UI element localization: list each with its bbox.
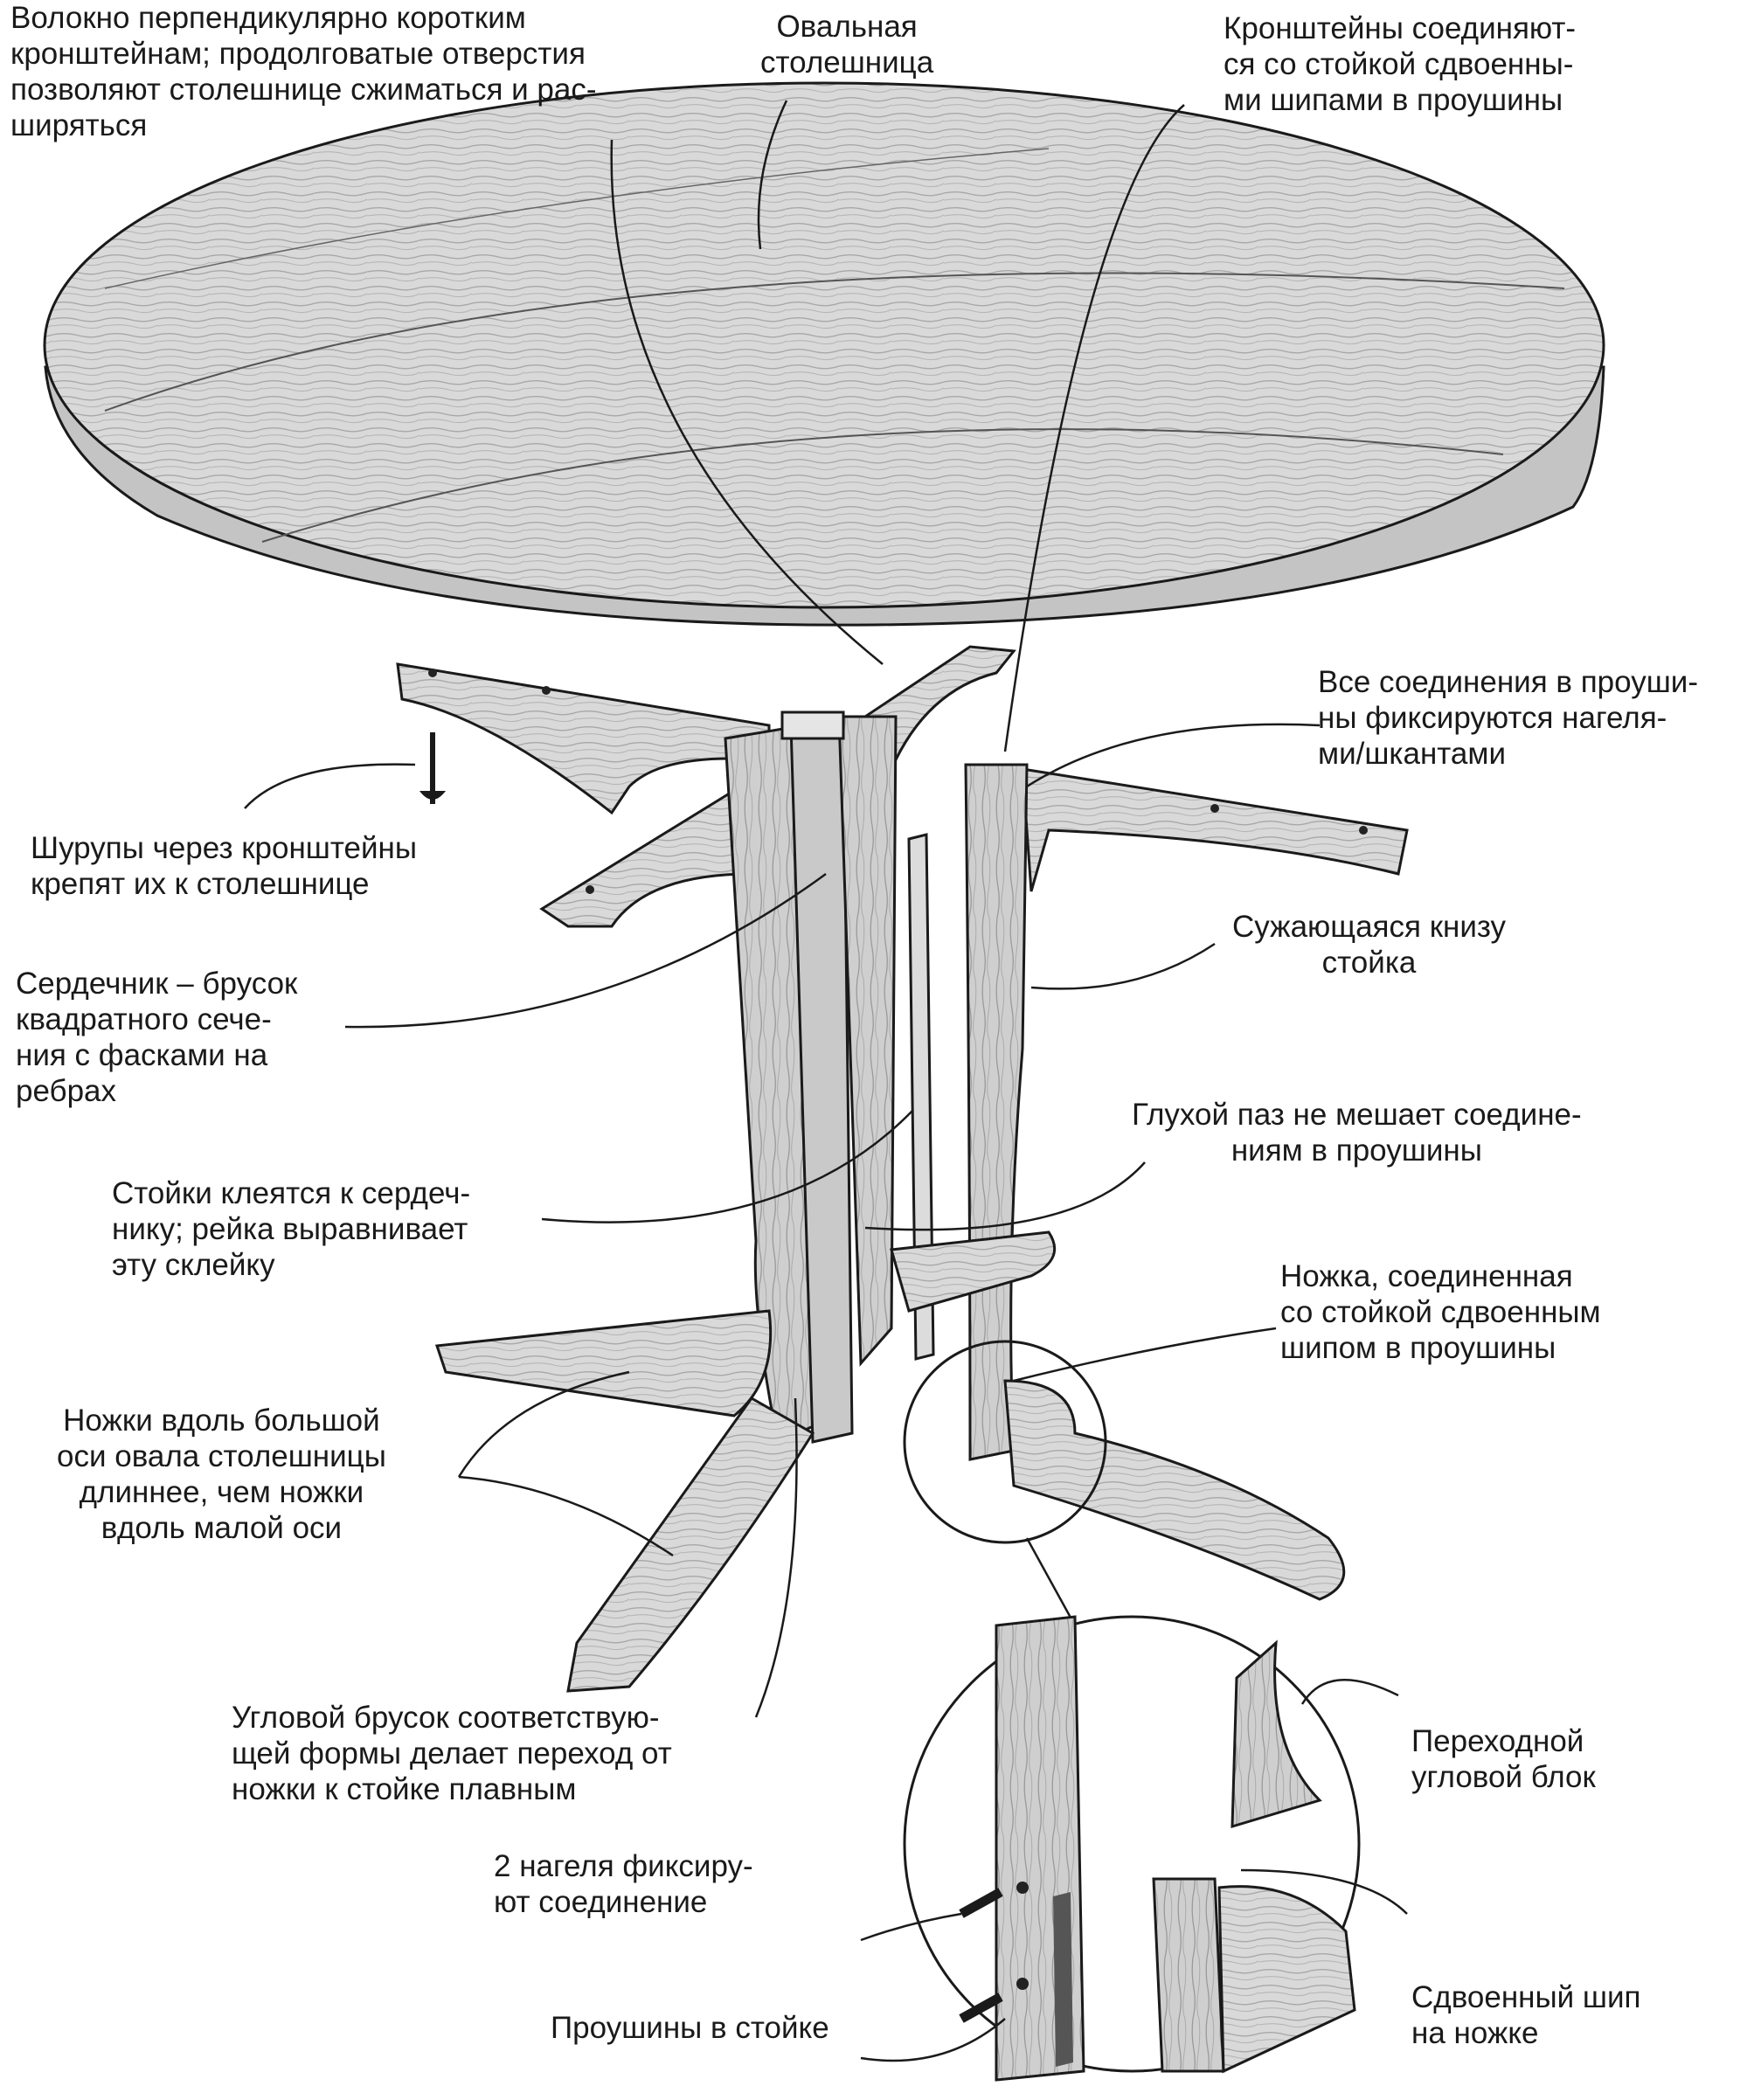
transition-block-label: Переходной угловой блок — [1411, 1724, 1596, 1794]
tabletop-label: Овальная столешница — [760, 10, 934, 80]
bracket-back-left — [396, 662, 771, 815]
leader-lines — [244, 100, 1408, 2062]
joints-label: Все соединения в проуши- ны фиксируются … — [1318, 665, 1699, 771]
dowel-hole — [1016, 1978, 1029, 1990]
screw — [419, 732, 446, 804]
screw-slot — [1359, 826, 1368, 835]
tabletop-surface — [43, 81, 1605, 609]
detail-circle-small — [903, 1340, 1107, 1544]
alignment-strip — [907, 833, 935, 1361]
back-post — [837, 715, 898, 1367]
dowels-label: 2 нагеля фиксиру- ют соединение — [494, 1849, 753, 1919]
board-seam — [104, 148, 1050, 289]
groove-label: Глухой паз не мешает соедине- ниям в про… — [1132, 1098, 1582, 1168]
mortises-label: Проушины в стойке — [551, 2011, 829, 2045]
double-tenon-label: Сдвоенный шип на ножке — [1411, 1980, 1641, 2050]
dowel-hole — [1016, 1882, 1029, 1894]
screw-slot — [586, 885, 594, 894]
detail-mortise-slots — [1053, 1892, 1073, 2067]
board-seam — [104, 272, 1565, 412]
corner-block-label: Угловой брусок соответствую- щей формы д… — [232, 1701, 672, 1806]
dowel — [959, 1888, 1003, 1918]
long-legs-label: Ножки вдоль большой оси овала столешницы… — [57, 1403, 386, 1545]
leg-front-left — [566, 1397, 815, 1693]
leg-back-right — [890, 1230, 1057, 1313]
grain-direction-label: Волокно перпендикулярно коротким кронште… — [10, 1, 597, 142]
leg-back-left — [434, 1309, 773, 1417]
leg-joint-label: Ножка, соединенная со стойкой сдвоенным … — [1280, 1259, 1601, 1365]
screw-slot — [428, 669, 437, 677]
glue-label: Стойки клеятся к сердеч- нику; рейка выр… — [112, 1176, 471, 1282]
tapered-post-label: Сужающаяся книзу стойка — [1232, 910, 1507, 980]
board-seam — [261, 428, 1504, 543]
double-tenon-shape — [1152, 1877, 1225, 2073]
transition-block-shape — [1231, 1639, 1322, 1829]
screws-label: Шурупы через кронштейны крепят их к стол… — [31, 831, 418, 901]
core-label: Сердечник – брусок квадратного сече- ния… — [16, 967, 298, 1108]
detail-leg — [1217, 1885, 1356, 2074]
dowel — [959, 1993, 1003, 2023]
screw-slot — [542, 686, 551, 695]
pedestal-core — [724, 710, 1029, 1461]
upper-brackets — [396, 645, 1409, 928]
detail-callout — [903, 1340, 1361, 2082]
right-post — [964, 763, 1029, 1461]
leg-front-right — [1003, 1379, 1346, 1601]
screw-slot — [1210, 804, 1219, 813]
tabletop — [43, 81, 1605, 627]
brackets-label: Кронштейны соединяют- ся со стойкой сдво… — [1224, 11, 1577, 117]
core-top — [780, 710, 845, 740]
bracket-right — [1021, 767, 1409, 892]
legs — [434, 1230, 1346, 1693]
